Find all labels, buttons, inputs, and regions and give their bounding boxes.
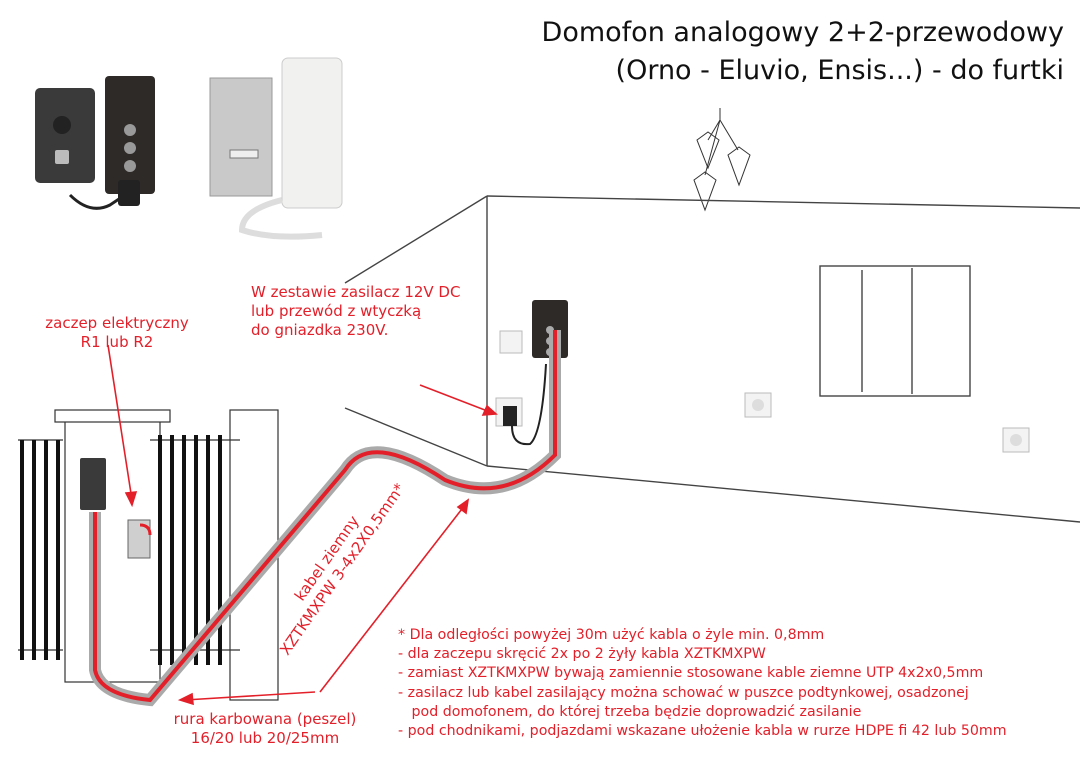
- psu-label-line: W zestawie zasilacz 12V DC: [251, 283, 461, 301]
- notes: * Dla odległości powyżej 30m użyć kabla …: [398, 626, 1007, 741]
- note-line: - zasilacz lub kabel zasilający można sc…: [398, 684, 969, 701]
- lock-label-line: zaczep elektryczny: [45, 314, 189, 332]
- note-line: pod domofonem, do której trzeba będzie d…: [398, 703, 862, 720]
- power-supply-photo: [68, 193, 126, 210]
- page-title: Domofon analogowy 2+2-przewodowy (Orno -…: [542, 14, 1064, 90]
- lock-label-line: R1 lub R2: [80, 333, 154, 351]
- conduit-label-line: 16/20 lub 20/25mm: [190, 729, 340, 747]
- note-line: - zamiast XZTKMXPW bywają zamiennie stos…: [398, 665, 984, 682]
- handset-photo: [281, 57, 343, 209]
- psu-label-line: lub przewód z wtyczką: [251, 302, 422, 320]
- title-line-1: Domofon analogowy 2+2-przewodowy: [541, 17, 1064, 48]
- outdoor-panel-icon: [80, 458, 106, 510]
- power-supply-icon: [503, 406, 517, 426]
- cable: [93, 330, 557, 703]
- conduit-label-line: rura karbowana (peszel): [173, 710, 357, 728]
- outdoor-panel-photo: [35, 88, 95, 183]
- product-photos: [35, 57, 343, 240]
- note-line: * Dla odległości powyżej 30m użyć kabla …: [398, 627, 825, 643]
- annotation-arrows: [107, 344, 498, 706]
- title-line-2: (Orno - Eluvio, Ensis...) - do furtki: [615, 55, 1064, 86]
- silver-panel-photo: [209, 77, 273, 197]
- ceiling-lamp: [693, 108, 751, 212]
- room-outline: [344, 195, 1080, 523]
- gate: [18, 409, 279, 701]
- note-line: - pod chodnikami, podjazdami wskazane uł…: [398, 723, 1007, 740]
- lock-label: zaczep elektryczny R1 lub R2: [32, 314, 202, 352]
- conduit-label: rura karbowana (peszel) 16/20 lub 20/25m…: [165, 710, 365, 748]
- light-switch: [499, 330, 523, 354]
- note-line: - dla zaczepu skręcić 2x po 2 żyły kabla…: [398, 646, 766, 663]
- electric-lock-icon: [127, 519, 151, 559]
- gate-bars: [20, 435, 222, 665]
- psu-label-line: do gniazdka 230V.: [251, 321, 389, 339]
- psu-label: W zestawie zasilacz 12V DC lub przewód z…: [251, 283, 460, 340]
- window: [819, 265, 971, 397]
